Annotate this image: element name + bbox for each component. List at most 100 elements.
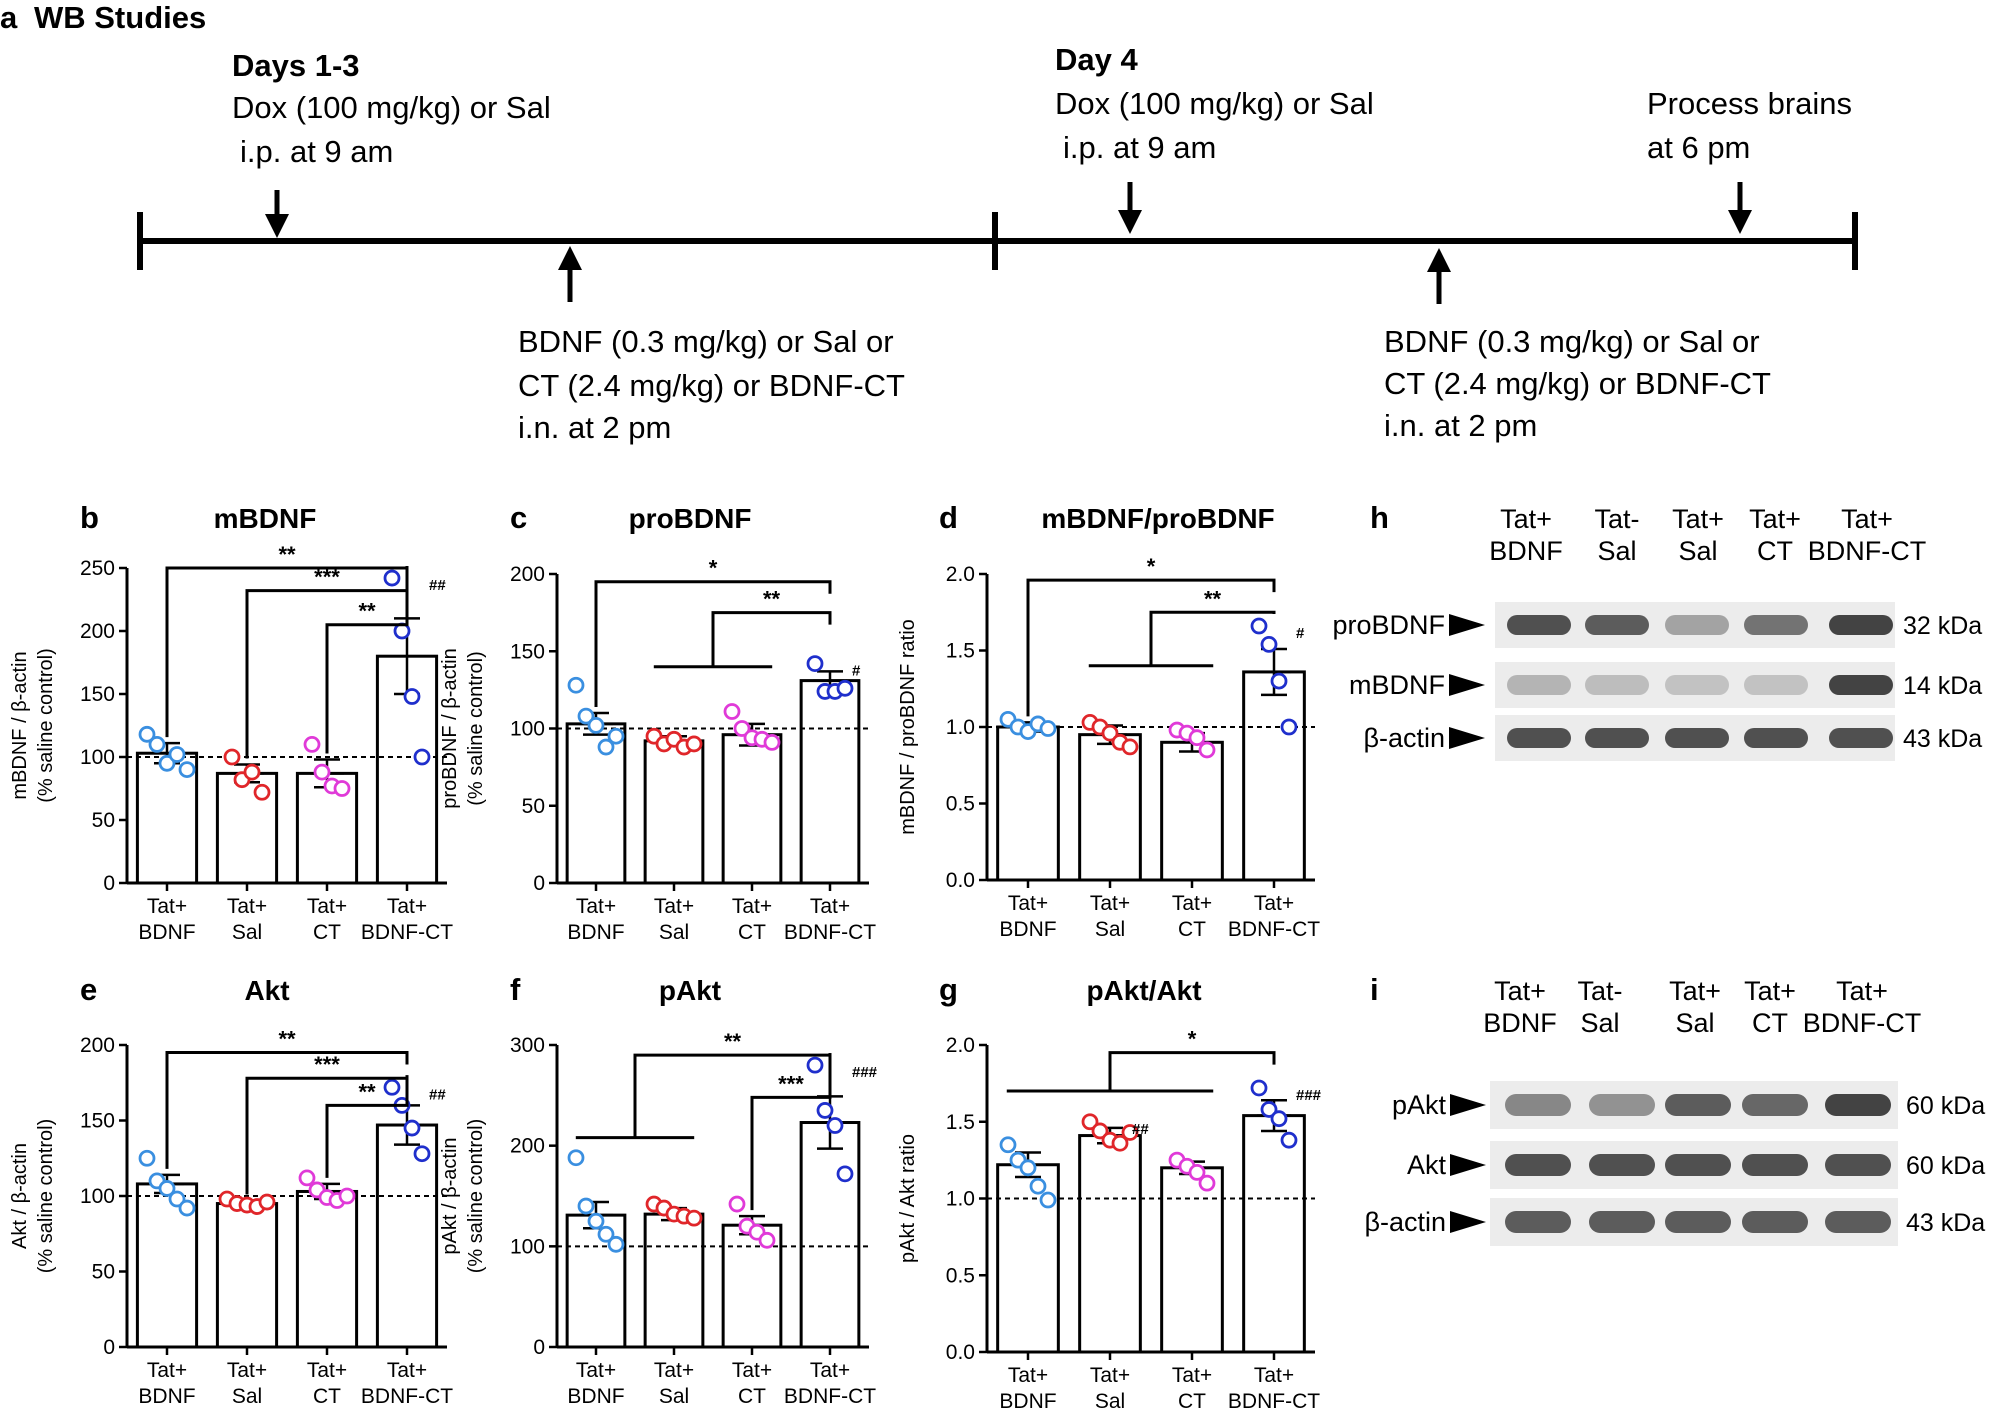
in-time-text-2: i.n. at 2 pm	[1384, 408, 1537, 443]
molecular-weight-label: 32 kDa	[1903, 612, 1982, 640]
y-axis-label-units: (% saline control)	[465, 1119, 487, 1274]
data-point	[1101, 724, 1119, 742]
significance-stars: **	[358, 1079, 376, 1104]
data-point	[597, 1225, 615, 1243]
significance-stars: ***	[314, 565, 340, 590]
data-point	[1198, 1174, 1216, 1192]
x-tick-label: Tat+	[307, 895, 347, 918]
x-tick-label: Tat+	[227, 895, 267, 918]
data-point	[313, 763, 331, 781]
y-tick-label: 100	[80, 746, 115, 769]
data-point	[1250, 1079, 1268, 1097]
significance-stars: **	[724, 1029, 742, 1054]
bar	[799, 679, 861, 885]
data-point	[1039, 720, 1057, 737]
x-tick-label: BDNF-CT	[784, 921, 876, 944]
panel-a-timeline: a WB Studies Days 1-3 Dox (100 mg/kg) or…	[0, 0, 1858, 445]
data-point	[1188, 1164, 1206, 1181]
blot-band	[1589, 1094, 1655, 1116]
blot-band	[1744, 675, 1808, 695]
bar	[1242, 670, 1306, 882]
x-tick-label: BDNF-CT	[1228, 918, 1320, 941]
x-tick-label: Tat+	[576, 895, 616, 918]
process-time-text: at 6 pm	[1647, 130, 1750, 165]
significance-bracket	[750, 1053, 832, 1211]
x-tick-label: Tat+	[1254, 1364, 1294, 1387]
data-point	[383, 569, 401, 587]
x-tick-label: CT	[738, 921, 766, 944]
y-tick-label: 250	[80, 557, 115, 580]
blot-band	[1825, 1211, 1891, 1233]
x-tick-label: Sal	[232, 1385, 262, 1408]
bar	[565, 1213, 627, 1349]
x-tick-label: Tat+	[307, 1359, 347, 1382]
data-point	[338, 1187, 356, 1205]
lane-label: Tat+	[1836, 976, 1888, 1006]
significance-bracket	[325, 1075, 409, 1178]
data-point	[733, 720, 751, 737]
data-point	[303, 736, 321, 753]
data-point	[728, 1195, 746, 1213]
y-tick-label: 2.0	[946, 1034, 975, 1057]
blot-band	[1505, 1154, 1571, 1176]
days-1-3-ip-text: i.p. at 9 am	[240, 134, 393, 169]
y-tick-label: 100	[510, 718, 545, 741]
protein-label: proBDNF	[1332, 610, 1445, 640]
y-tick-label: 0	[533, 1336, 545, 1359]
molecular-weight-label: 60 kDa	[1906, 1152, 1985, 1180]
lane-label: Sal	[1675, 1008, 1714, 1038]
x-tick-label: Tat+	[1090, 892, 1130, 915]
bar	[643, 739, 705, 885]
x-tick-label: Sal	[1095, 1390, 1125, 1409]
x-tick-label: BDNF	[138, 1385, 195, 1408]
data-point	[1019, 1159, 1037, 1177]
significance-hash: ##	[1132, 1121, 1149, 1138]
arrowhead-icon	[1450, 1094, 1486, 1116]
data-point	[587, 717, 605, 734]
protein-label: β-actin	[1364, 1207, 1446, 1237]
blot-band	[1825, 1154, 1891, 1176]
lane-label: Tat-	[1577, 976, 1622, 1006]
significance-stars: ***	[314, 1052, 340, 1077]
chart-title: mBDNF	[214, 503, 317, 534]
x-tick-label: BDNF	[138, 921, 195, 944]
data-point	[258, 1193, 276, 1211]
panel-label: g	[939, 972, 958, 1007]
data-point	[148, 736, 166, 753]
x-tick-label: CT	[313, 1385, 341, 1408]
significance-hash: ###	[1296, 1087, 1322, 1104]
days-1-3-header: Days 1-3	[232, 48, 360, 83]
blot-band	[1665, 728, 1729, 748]
data-point	[816, 1102, 834, 1119]
data-point	[1270, 672, 1288, 690]
data-point	[685, 735, 703, 753]
blot-band	[1742, 1154, 1808, 1176]
y-tick-label: 0	[533, 872, 545, 895]
blot-band	[1585, 728, 1649, 748]
blot-band	[1585, 615, 1649, 635]
arrow-up-icon	[558, 246, 582, 302]
data-point	[607, 1235, 625, 1253]
x-tick-label: Tat+	[576, 1359, 616, 1382]
blot-band	[1665, 615, 1729, 635]
data-point	[763, 734, 781, 751]
ct-dose-text-1: CT (2.4 mg/kg) or BDNF-CT	[518, 368, 905, 403]
lane-label: Tat+	[1749, 504, 1801, 534]
significance-bracket	[325, 566, 409, 754]
data-point	[587, 1212, 605, 1230]
data-point	[1111, 1134, 1129, 1152]
significance-hash: ##	[429, 1086, 446, 1103]
ct-dose-text-2: CT (2.4 mg/kg) or BDNF-CT	[1384, 366, 1771, 401]
data-point	[1121, 1124, 1139, 1141]
bar	[1078, 1134, 1142, 1354]
lane-label: BDNF	[1483, 1008, 1557, 1038]
arrow-up-icon	[1427, 248, 1451, 304]
significance-stars: *	[1147, 554, 1156, 579]
y-axis-label: pAkt / Akt ratio	[897, 1134, 919, 1263]
y-axis-label-units: (% saline control)	[35, 648, 57, 803]
lane-label: Tat+	[1744, 976, 1796, 1006]
